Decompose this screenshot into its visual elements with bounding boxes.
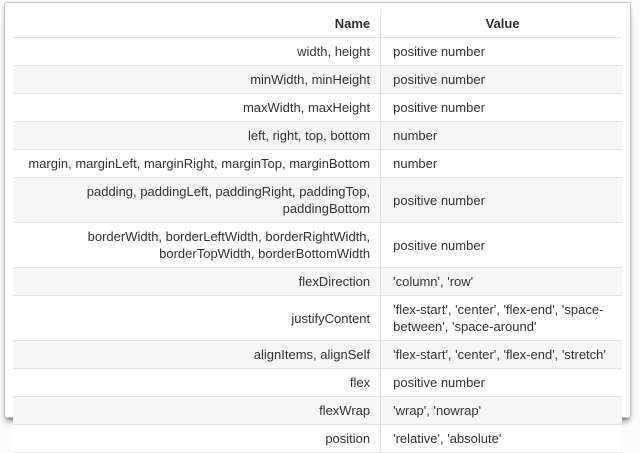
value-cell: 'relative', 'absolute' xyxy=(380,424,622,453)
value-cell: positive number xyxy=(380,368,622,397)
name-cell: minWidth, minHeight xyxy=(13,65,381,94)
name-cell: justifyContent xyxy=(13,295,381,341)
name-cell: borderWidth, borderLeftWidth, borderRigh… xyxy=(13,222,381,268)
style-props-table: Name Value width, height positive number… xyxy=(13,10,622,453)
table-row: left, right, top, bottom number xyxy=(13,121,622,150)
table-row: margin, marginLeft, marginRight, marginT… xyxy=(13,149,622,178)
value-cell: 'column', 'row' xyxy=(380,267,622,296)
value-cell: positive number xyxy=(380,65,622,94)
table-row: flexDirection 'column', 'row' xyxy=(13,267,622,296)
table-row: position 'relative', 'absolute' xyxy=(13,424,622,453)
table-row: alignItems, alignSelf 'flex-start', 'cen… xyxy=(13,340,622,369)
header-row: Name Value xyxy=(13,10,622,38)
table-row: justifyContent 'flex-start', 'center', '… xyxy=(13,295,622,341)
value-cell: positive number xyxy=(380,222,622,268)
name-cell: position xyxy=(13,424,381,453)
value-cell: positive number xyxy=(380,177,622,223)
name-cell: margin, marginLeft, marginRight, marginT… xyxy=(13,149,381,178)
value-cell: 'wrap', 'nowrap' xyxy=(380,396,622,425)
name-cell: width, height xyxy=(13,37,381,66)
value-cell: positive number xyxy=(380,37,622,66)
table-body: width, height positive number minWidth, … xyxy=(13,37,622,453)
name-cell: flex xyxy=(13,368,381,397)
name-cell: flexDirection xyxy=(13,267,381,296)
table-card: Name Value width, height positive number… xyxy=(4,2,631,453)
column-header-name: Name xyxy=(13,10,381,38)
value-cell: number xyxy=(380,149,622,178)
table-row: borderWidth, borderLeftWidth, borderRigh… xyxy=(13,222,622,268)
table-header: Name Value xyxy=(13,10,622,38)
value-cell: 'flex-start', 'center', 'flex-end', 'str… xyxy=(380,340,622,369)
table-row: maxWidth, maxHeight positive number xyxy=(13,93,622,122)
value-cell: positive number xyxy=(380,93,622,122)
value-cell: 'flex-start', 'center', 'flex-end', 'spa… xyxy=(380,295,622,341)
name-cell: flexWrap xyxy=(13,396,381,425)
table-row: flexWrap 'wrap', 'nowrap' xyxy=(13,396,622,425)
table-row: padding, paddingLeft, paddingRight, padd… xyxy=(13,177,622,223)
table-row: minWidth, minHeight positive number xyxy=(13,65,622,94)
name-cell: left, right, top, bottom xyxy=(13,121,381,150)
table-row: width, height positive number xyxy=(13,37,622,66)
column-header-value: Value xyxy=(380,10,622,38)
value-cell: number xyxy=(380,121,622,150)
table-row: flex positive number xyxy=(13,368,622,397)
name-cell: padding, paddingLeft, paddingRight, padd… xyxy=(13,177,381,223)
name-cell: alignItems, alignSelf xyxy=(13,340,381,369)
name-cell: maxWidth, maxHeight xyxy=(13,93,381,122)
